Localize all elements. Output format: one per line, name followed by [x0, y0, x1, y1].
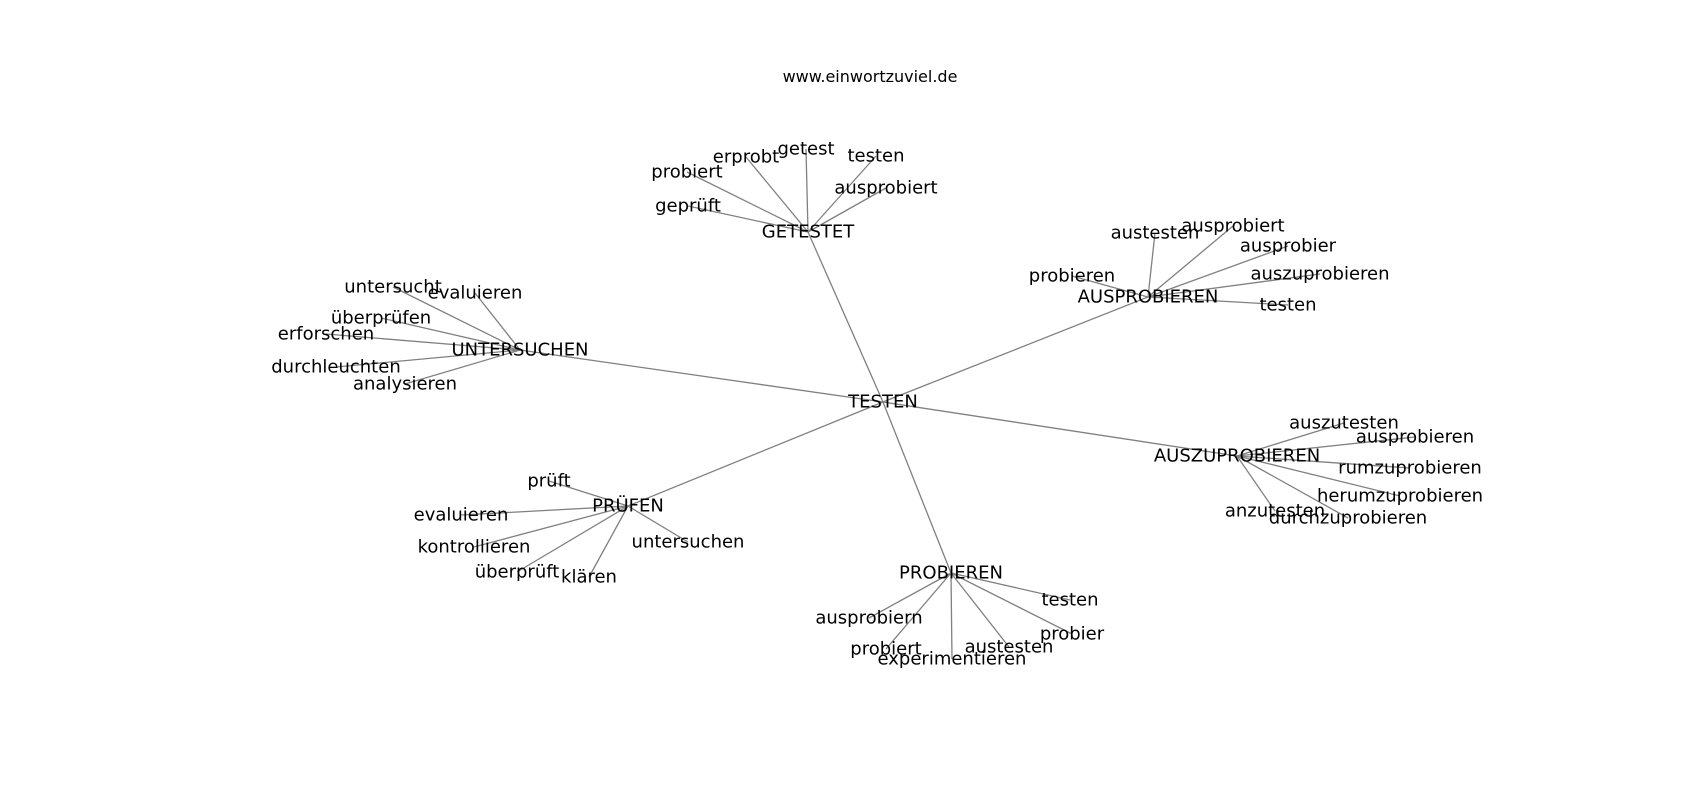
edge-ausprobieren-probieren [1071, 275, 1149, 298]
edge-testen-probieren [882, 401, 952, 574]
edge-testen-auszuprobieren [882, 401, 1238, 457]
edge-untersuchen-erforschen [325, 333, 521, 351]
node-leaf-probieren-probier: probier [1040, 624, 1105, 645]
edge-getestet-erprobt [745, 156, 809, 233]
edge-ausprobieren-ausprobiert [1147, 225, 1234, 298]
node-leaf-untersuchen-untersucht: untersucht [344, 277, 442, 298]
edge-testen-pruefen [627, 401, 884, 507]
node-leaf-pruefen-ueberprueft: überprüft [475, 562, 560, 583]
edge-auszuprobieren-anzutesten [1236, 455, 1276, 512]
node-leaf-pruefen-kontrollieren: kontrollieren [418, 537, 531, 558]
node-leaf-probieren-testen: testen [1041, 590, 1098, 611]
node-leaf-probieren-experimentieren: experimentieren [878, 649, 1027, 670]
node-leaf-untersuchen-durchleuchten: durchleuchten [271, 357, 400, 378]
edge-pruefen-ueberprueft [516, 505, 629, 573]
node-leaf-ausprobieren-testen: testen [1259, 295, 1316, 316]
edge-untersuchen-untersucht [392, 286, 521, 351]
node-leaf-probieren-probiert: probiert [850, 639, 921, 660]
edge-auszuprobieren-herumzuprobieren [1236, 455, 1401, 497]
node-leaf-getestet-getest: getest [777, 139, 834, 160]
edge-ausprobieren-auszuprobieren [1147, 273, 1321, 298]
node-leaf-pruefen-untersuchen: untersuchen [632, 532, 745, 553]
edge-pruefen-evaluieren [460, 505, 629, 516]
edge-auszuprobieren-auszutesten [1236, 422, 1345, 457]
edge-testen-getestet [807, 231, 884, 403]
edge-ausprobieren-ausprobier [1147, 245, 1289, 298]
edge-pruefen-prueft [548, 480, 629, 507]
edge-probieren-probier [950, 572, 1073, 635]
edge-getestet-geprueft [687, 205, 809, 233]
node-leaf-pruefen-evaluieren: evaluieren [414, 505, 509, 526]
edge-ausprobieren-austesten [1147, 232, 1156, 298]
node-leaf-auszuprobieren-rumzuprobieren: rumzuprobieren [1338, 458, 1482, 479]
node-cluster-getestet: GETESTET [762, 222, 855, 243]
edge-auszuprobieren-durchzuprobieren [1236, 455, 1349, 519]
node-leaf-probieren-ausprobiern: ausprobiern [815, 608, 922, 629]
edge-pruefen-untersuchen [627, 505, 689, 543]
node-cluster-probieren: PROBIEREN [899, 563, 1003, 584]
node-leaf-getestet-geprueft: geprüft [655, 196, 721, 217]
node-leaf-ausprobieren-probieren: probieren [1029, 266, 1115, 287]
edge-testen-untersuchen [519, 349, 884, 403]
edge-probieren-ausprobiern [868, 572, 952, 619]
node-leaf-untersuchen-erforschen: erforschen [278, 324, 374, 345]
edge-untersuchen-analysieren [404, 349, 521, 385]
node-leaf-getestet-probiert: probiert [651, 162, 722, 183]
edge-probieren-probiert [885, 572, 952, 650]
node-leaf-untersuchen-analysieren: analysieren [353, 374, 457, 395]
node-cluster-untersuchen: UNTERSUCHEN [451, 340, 588, 361]
node-center-testen: TESTEN [847, 392, 918, 413]
edge-pruefen-klaeren [588, 505, 629, 578]
edge-untersuchen-durchleuchten [335, 349, 521, 368]
node-leaf-probieren-austesten: austesten [965, 637, 1054, 658]
node-leaf-auszuprobieren-durchzuprobieren: durchzuprobieren [1269, 508, 1427, 529]
edge-getestet-getest [805, 148, 809, 233]
node-leaf-ausprobieren-auszuprobieren: auszuprobieren [1250, 264, 1389, 285]
edge-untersuchen-evaluieren [474, 292, 521, 351]
node-leaf-auszuprobieren-anzutesten: anzutesten [1225, 501, 1325, 522]
node-cluster-pruefen: PRÜFEN [592, 495, 664, 517]
node-leaf-auszuprobieren-ausprobieren: ausprobieren [1356, 427, 1474, 448]
node-cluster-auszuprobieren: AUSZUPROBIEREN [1154, 446, 1320, 467]
node-leaf-ausprobieren-ausprobiert: ausprobiert [1181, 216, 1284, 237]
node-leaf-ausprobieren-austesten: austesten [1111, 223, 1200, 244]
node-leaf-getestet-ausprobiert: ausprobiert [834, 178, 937, 199]
edge-testen-ausprobieren [882, 296, 1149, 403]
edge-ausprobieren-testen [1147, 296, 1289, 306]
edge-probieren-testen [950, 572, 1071, 601]
edge-probieren-austesten [950, 572, 1010, 648]
node-leaf-pruefen-klaeren: klären [561, 567, 617, 588]
edge-auszuprobieren-ausprobieren [1236, 436, 1416, 457]
node-leaf-untersuchen-ueberpruefen: überprüfen [331, 308, 431, 329]
node-leaf-ausprobieren-ausprobier: ausprobier [1240, 236, 1337, 257]
node-cluster-ausprobieren: AUSPROBIEREN [1078, 287, 1219, 308]
node-leaf-untersuchen-evaluieren: evaluieren [428, 283, 523, 304]
edges [325, 148, 1416, 660]
node-leaf-auszuprobieren-auszutesten: auszutesten [1289, 413, 1399, 434]
node-leaf-pruefen-prueft: prüft [527, 471, 570, 492]
edge-getestet-probiert [686, 171, 809, 233]
site-url: www.einwortzuviel.de [783, 67, 958, 86]
node-leaf-auszuprobieren-herumzuprobieren: herumzuprobieren [1317, 486, 1483, 507]
edge-getestet-ausprobiert [807, 187, 887, 233]
edge-getestet-testen [807, 155, 877, 233]
edge-untersuchen-ueberpruefen [380, 317, 521, 351]
node-leaf-getestet-testen: testen [847, 146, 904, 167]
edge-probieren-experimentieren [950, 572, 953, 660]
edge-auszuprobieren-rumzuprobieren [1236, 455, 1411, 469]
node-leaf-getestet-erprobt: erprobt [713, 147, 779, 168]
edge-pruefen-kontrollieren [473, 505, 629, 548]
